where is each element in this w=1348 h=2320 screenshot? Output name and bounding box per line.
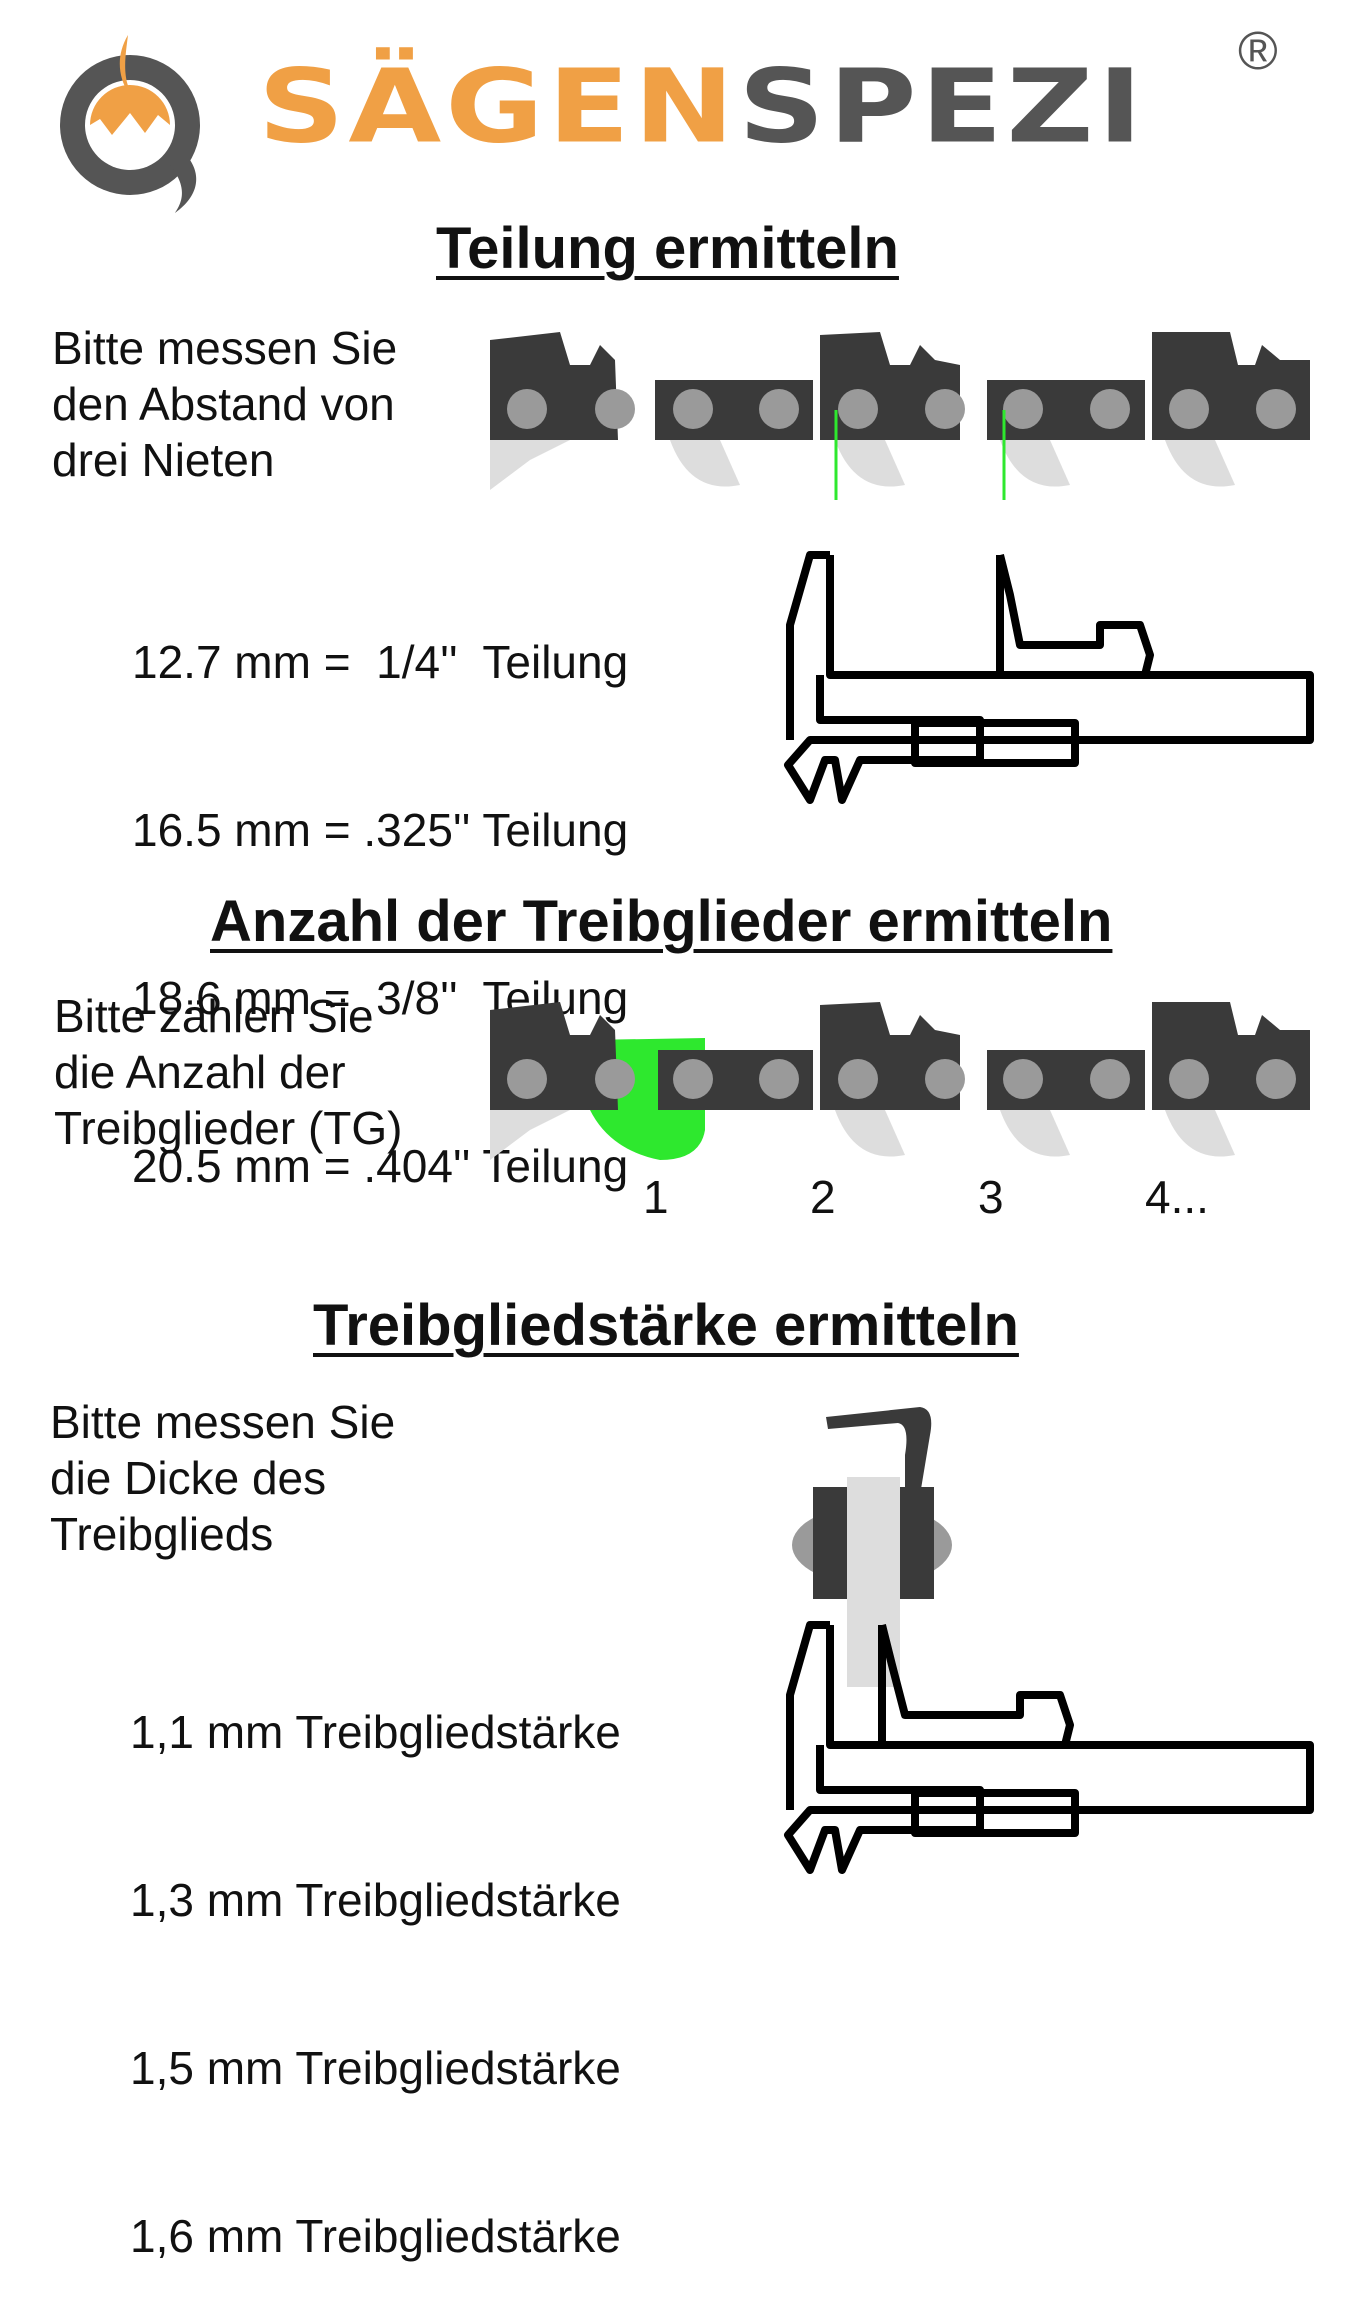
instruction-line: Treibglieder (TG) <box>54 1102 403 1154</box>
gauge-item: 1,6 mm Treibgliedstärke <box>130 2210 621 2262</box>
count-label: 3 <box>978 1171 1004 1223</box>
brand-name-part1: SÄGEN <box>258 48 739 167</box>
caliper-icon <box>784 551 1314 804</box>
rivets <box>507 1059 1296 1099</box>
count-label: 4... <box>1145 1171 1209 1223</box>
instruction-line: den Abstand von <box>52 378 395 430</box>
instruction-line: Treibglieds <box>50 1508 274 1560</box>
pitch-item: 18.6 mm = 3/8'' Teilung <box>132 972 629 1024</box>
section2-title: Anzahl der Treibglieder ermitteln <box>210 889 1113 954</box>
section3-title: Treibgliedstärke ermitteln <box>313 1293 1019 1358</box>
side-plate-right <box>900 1487 934 1599</box>
chain-cross-section <box>792 1407 952 1687</box>
instruction-line: Bitte messen Sie <box>50 1396 396 1448</box>
instruction-line: Bitte messen Sie <box>52 322 398 374</box>
section1-title: Teilung ermitteln <box>436 216 899 281</box>
gauge-item: 1,5 mm Treibgliedstärke <box>130 2042 621 2094</box>
count-label: 2 <box>810 1171 836 1223</box>
section2-instruction: Bitte zählen Sie die Anzahl der Treibgli… <box>54 988 402 1156</box>
pitch-item: 12.7 mm = 1/4'' Teilung <box>132 636 629 688</box>
chain-diagram-pitch <box>490 332 1310 500</box>
instruction-line: die Anzahl der <box>54 1046 346 1098</box>
gauge-item: 1,3 mm Treibgliedstärke <box>130 1874 621 1926</box>
gauge-list: 1,1 mm Treibgliedstärke 1,3 mm Treibglie… <box>130 1592 621 2320</box>
instruction-line: die Dicke des <box>50 1452 327 1504</box>
brand-name-part2: SPEZI <box>738 48 1147 167</box>
mountain-gear-icon <box>60 35 200 213</box>
pitch-item: 16.5 mm = .325'' Teilung <box>132 804 629 856</box>
drive-links <box>490 440 1235 490</box>
instruction-line: Bitte zählen Sie <box>54 990 374 1042</box>
rivets <box>507 389 1296 429</box>
pitch-list: 12.7 mm = 1/4'' Teilung 16.5 mm = .325''… <box>132 522 628 1250</box>
section3-instruction: Bitte messen Sie die Dicke des Treibglie… <box>50 1394 395 1562</box>
caliper-icon-thickness <box>784 1621 1314 1874</box>
gauge-item: 1,1 mm Treibgliedstärke <box>130 1706 621 1758</box>
pitch-item: 20.5 mm = .404'' Teilung <box>132 1140 629 1192</box>
section1-instruction: Bitte messen Sie den Abstand von drei Ni… <box>52 320 397 488</box>
drive-links <box>490 1110 1235 1160</box>
registered-mark: ® <box>1238 21 1278 81</box>
instruction-line: drei Nieten <box>52 434 275 486</box>
count-label: 1 <box>643 1171 669 1223</box>
chain-diagram-count <box>490 1002 1310 1160</box>
side-plate-left <box>813 1487 847 1599</box>
